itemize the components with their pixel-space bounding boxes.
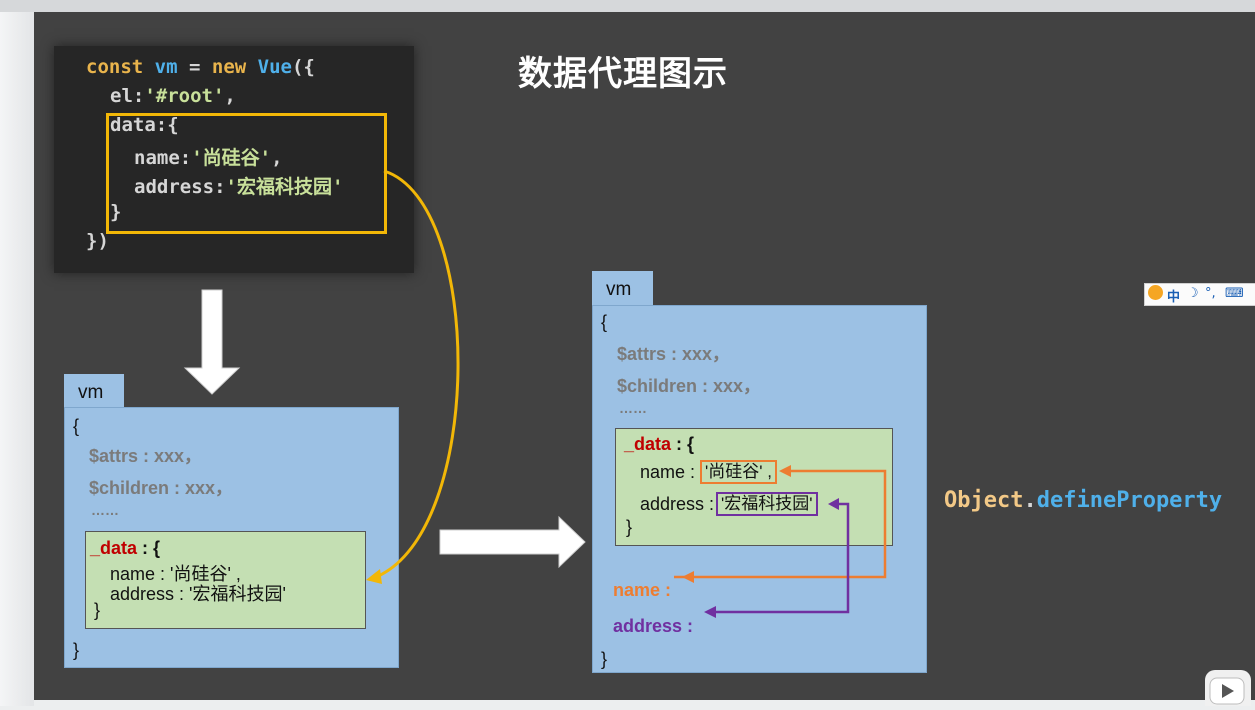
left-data-header: _data : { (90, 538, 160, 559)
left-vm-tab-label: vm (78, 382, 104, 403)
window-top-bar (0, 0, 1255, 12)
define-property-method: defineProperty (1036, 488, 1223, 513)
right-data-open: : { (671, 434, 695, 454)
right-vm-tab: vm (592, 271, 653, 306)
white-right-arrow (439, 515, 586, 569)
data-highlight-box (106, 113, 387, 234)
class-vue: Vue (257, 56, 292, 78)
right-data-name-key: name : (640, 462, 701, 482)
left-vm-open-brace: { (73, 416, 80, 436)
left-vm-close-brace: } (73, 640, 80, 660)
right-vm-ellipsis: …… (619, 400, 647, 416)
proxy-name: name : (613, 580, 672, 600)
left-vm-box: { $attrs : xxx， $children : xxx， …… _dat… (64, 407, 399, 668)
name-key: name: (134, 147, 192, 169)
code-line-1: const vm = new Vue({ (86, 56, 315, 78)
slide-title: 数据代理图示 (518, 54, 728, 94)
right-data-close: } (626, 517, 633, 537)
define-property-label: Object.defineProperty (944, 488, 1222, 513)
orange-arrowhead-top (779, 465, 791, 477)
left-data-name: name : '尚硅谷' , (110, 564, 241, 584)
left-vm-tab: vm (64, 374, 124, 408)
code-line-7: }) (86, 230, 109, 252)
moon-icon[interactable]: ☽ (1187, 286, 1199, 301)
white-down-arrow (183, 289, 241, 395)
yellow-curved-arrow (375, 169, 460, 579)
left-vm-attrs: $attrs : xxx， (89, 446, 203, 466)
define-property-dot: . (1023, 488, 1037, 513)
comma: , (224, 85, 236, 107)
code-line-4: name:'尚硅谷', (134, 143, 283, 170)
ime-chinese-mode[interactable]: 中 (1167, 290, 1181, 305)
right-vm-attrs: $attrs : xxx， (617, 344, 731, 364)
yellow-arrowhead (366, 569, 382, 584)
name-value: '尚硅谷' (191, 147, 272, 169)
var-vm: vm (154, 56, 178, 78)
purple-arrowhead-bottom (704, 606, 716, 618)
el-value: '#root' (144, 85, 225, 107)
right-vm-close-brace: } (601, 649, 608, 669)
code-line-2: el:'#root', (110, 85, 236, 107)
left-vm-children: $children : xxx， (89, 478, 234, 498)
purple-proxy-arrow (709, 502, 850, 614)
left-gutter (0, 12, 34, 706)
code-panel: const vm = new Vue({ el:'#root', data:{ … (54, 46, 414, 273)
left-data-label: _data (90, 538, 138, 558)
bilibili-logo-icon[interactable] (1205, 670, 1251, 706)
comma: , (271, 147, 283, 169)
keyword-new: new (211, 56, 247, 78)
proxy-address: address : (613, 616, 694, 636)
right-data-box: _data : { name : address : } (615, 428, 893, 546)
purple-arrowhead-top (828, 498, 839, 510)
left-data-box: _data : { name : '尚硅谷' , address : '宏福科技… (85, 531, 366, 629)
code-line-3: data:{ (110, 114, 179, 136)
left-data-close: } (94, 600, 101, 620)
code-line-5: address:'宏福科技园' (134, 172, 343, 199)
orange-arrowhead-bottom (682, 571, 694, 583)
play-icon (1209, 677, 1245, 705)
right-data-address-key: address : (640, 494, 720, 514)
ime-toolbar[interactable]: 中 ☽ °, ⌨ (1144, 283, 1255, 306)
paren-open: ({ (291, 56, 315, 78)
right-data-header: _data : { (624, 434, 694, 455)
left-data-open: : { (137, 538, 161, 558)
left-vm-ellipsis: …… (91, 502, 119, 518)
ime-logo-icon[interactable] (1148, 285, 1163, 300)
slide: 数据代理图示 const vm = new Vue({ el:'#root', … (34, 12, 1255, 700)
keyword-const: const (86, 56, 144, 78)
right-vm-open-brace: { (601, 312, 608, 332)
el-key: el: (110, 85, 145, 107)
orange-proxy-arrow (674, 469, 887, 579)
address-value: '宏福科技园' (225, 176, 344, 198)
arrows-overlay (183, 169, 887, 618)
address-key: address: (134, 176, 226, 198)
punctuation-icon[interactable]: °, (1205, 286, 1216, 301)
left-data-address: address : '宏福科技园' (110, 584, 286, 604)
right-data-label: _data (624, 434, 672, 454)
right-name-value-box: '尚硅谷' , (700, 460, 777, 484)
right-address-value-box: '宏福科技园' (716, 492, 818, 516)
keyboard-icon[interactable]: ⌨ (1225, 286, 1244, 301)
right-vm-tab-label: vm (606, 279, 632, 300)
equals: = (177, 56, 212, 78)
define-property-object: Object (944, 488, 1024, 513)
right-vm-children: $children : xxx， (617, 376, 762, 396)
code-line-6: } (110, 201, 122, 223)
